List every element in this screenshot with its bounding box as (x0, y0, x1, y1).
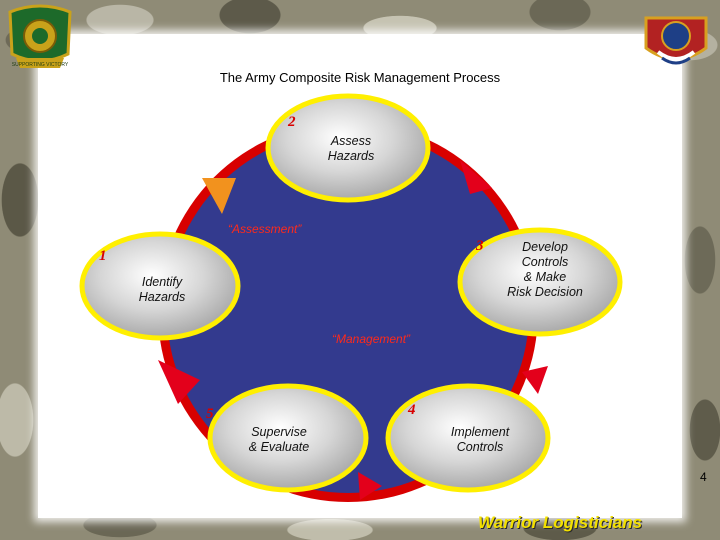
slide-title: The Army Composite Risk Management Proce… (219, 70, 501, 85)
quartermaster-crest-logo: SUPPORTING VICTORY (8, 4, 72, 68)
svg-text:SUPPORTING VICTORY: SUPPORTING VICTORY (12, 62, 69, 68)
step-number-1: 1 (99, 248, 107, 264)
step-bubble-supervise (207, 383, 369, 493)
cycle-arrow-3-to-4 (522, 366, 548, 394)
step-label-supervise-evaluate: Supervise & Evaluate (248, 425, 310, 454)
phase-label-management: “Management” (332, 332, 411, 346)
footer-tagline: Warrior Logisticians (478, 513, 643, 532)
step-number-2: 2 (288, 114, 296, 130)
step-bubble-develop (457, 227, 623, 337)
step-bubble-assess (265, 93, 431, 203)
cycle-arrow-2-to-3 (460, 160, 492, 194)
step-label-assess-hazards: Assess Hazards (327, 134, 375, 163)
step-label-develop-controls: Develop Controls & Make Risk Decision (507, 240, 583, 299)
phase-label-assessment: “Assessment” (228, 222, 302, 236)
cycle-arrow-4-to-5 (358, 472, 382, 500)
step-number-5: 5 (206, 406, 214, 422)
page-number: 4 (700, 470, 707, 484)
cycle-arrow-5-to-1 (158, 360, 200, 404)
army-food-service-logo (644, 16, 708, 65)
cycle-arrow-1-to-2 (202, 178, 236, 214)
step-bubble-identify (79, 231, 241, 341)
step-number-3: 3 (476, 238, 484, 254)
step-number-4: 4 (408, 402, 416, 418)
step-bubble-implement (385, 383, 551, 493)
step-label-identify-hazards: Identify Hazards (138, 275, 186, 304)
step-label-implement-controls: Implement Controls (450, 425, 510, 454)
